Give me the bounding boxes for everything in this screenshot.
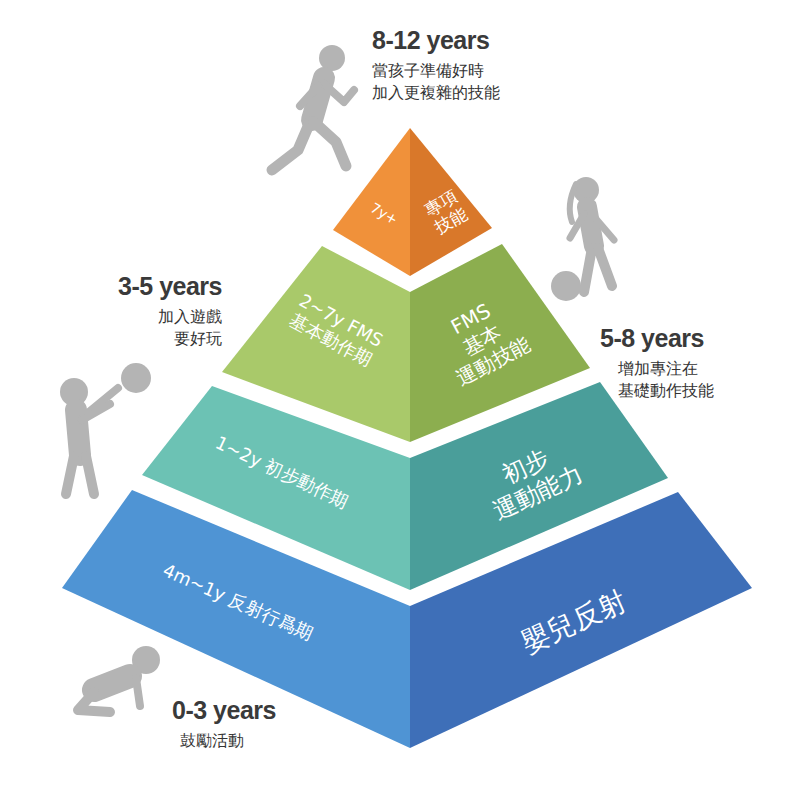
face-fill [333,128,410,276]
age-range: 5-8 years [600,322,704,356]
stage-note: 加入遊戲 要好玩 [158,306,222,349]
face-fill [62,490,410,748]
age-range: 3-5 years [118,270,222,304]
pyramid-stage-face: 專項 技能 [410,128,492,276]
face-shape [333,128,410,276]
stage-note: 當孩子準備好時 加入更複雜的技能 [372,60,500,103]
pyramid-stage-face: 嬰兒反射 [410,492,752,748]
age-range: 8-12 years [372,24,489,58]
face-fill [410,492,752,748]
face-fill [410,128,492,276]
pyramid-age-face: 7y+ [333,128,410,276]
age-range: 0-3 years [172,694,276,728]
stage-note: 鼓勵活動 [180,730,244,752]
stage-note: 增加專注在 基礎動作技能 [618,358,714,401]
